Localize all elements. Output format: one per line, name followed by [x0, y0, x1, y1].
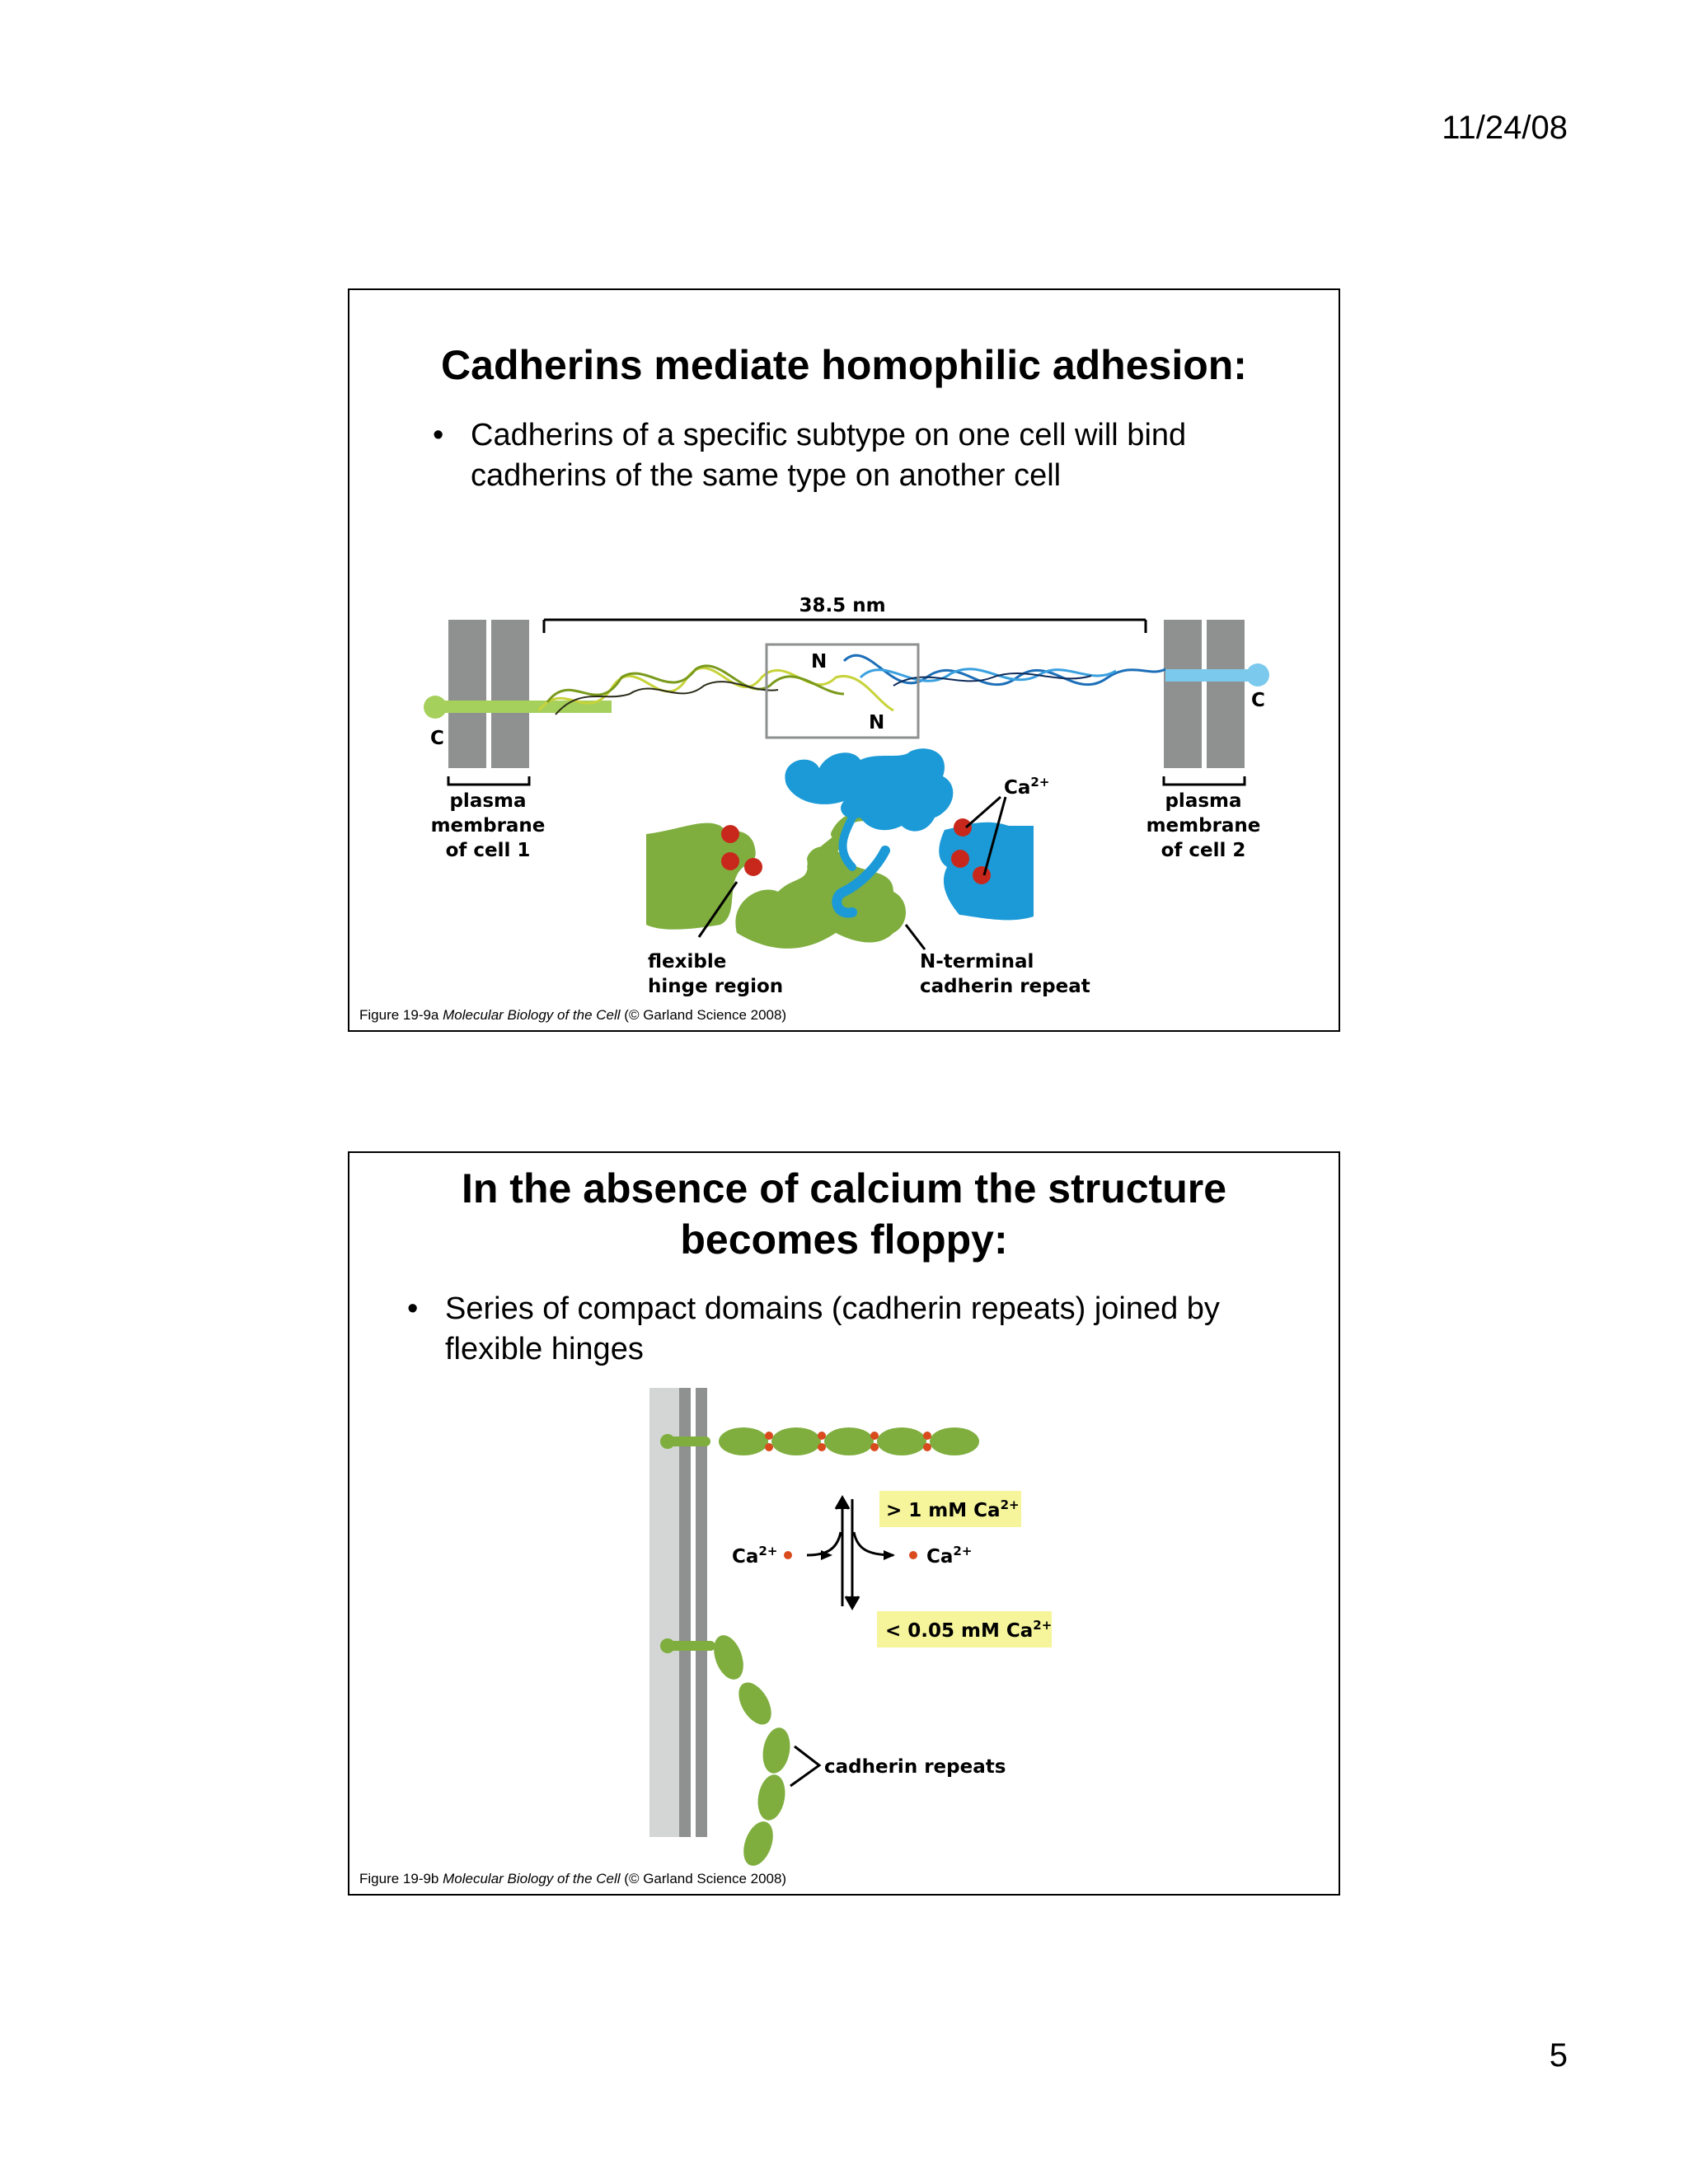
hinge-label: flexible hinge region — [648, 951, 783, 997]
membrane-cell-1 — [447, 620, 531, 786]
slide-calcium-floppy: In the absence of calcium the structure … — [348, 1151, 1340, 1896]
high-calcium-box — [879, 1491, 1021, 1527]
membrane-label-cell-1: plasma membrane of cell 1 — [431, 790, 546, 861]
bullet-dot: • — [407, 1291, 419, 1326]
cadherin-tail-right — [1165, 663, 1269, 687]
svg-text:plasma: plasma — [449, 790, 526, 812]
membrane-label-cell-2: plasma membrane of cell 2 — [1146, 790, 1261, 861]
distance-label: 38.5 nm — [799, 595, 885, 616]
calcium-ion-left — [784, 1551, 792, 1559]
bullet-item: • Series of compact domains (cadherin re… — [407, 1289, 1220, 1370]
svg-text:cadherin repeat: cadherin repeat — [920, 976, 1090, 997]
bullet-item: • Cadherins of a specific subtype on one… — [433, 415, 1187, 496]
bullet-line: Series of compact domains (cadherin repe… — [445, 1291, 1220, 1326]
cadherin-repeats-label: cadherin repeats — [824, 1756, 1006, 1778]
calcium-label: Ca2+ — [1004, 775, 1049, 799]
svg-text:flexible: flexible — [648, 951, 726, 972]
calcium-left-label: Ca2+ — [732, 1544, 777, 1568]
floppy-cadherin — [660, 1635, 790, 1866]
low-calcium-label: < 0.05 mM Ca2+ — [885, 1618, 1052, 1642]
repeats-bracket — [790, 1745, 822, 1788]
svg-text:of cell 2: of cell 2 — [1161, 840, 1246, 861]
cadherin-ribbon-blue — [842, 654, 1166, 687]
bullet-line: flexible hinges — [445, 1332, 644, 1366]
membrane — [649, 1388, 707, 1837]
figure-caption: Figure 19-9b Molecular Biology of the Ce… — [359, 1871, 787, 1886]
n-terminus-box — [765, 643, 920, 739]
slide-title: Cadherins mediate homophilic adhesion: — [441, 342, 1247, 388]
distance-bracket: 38.5 nm — [542, 595, 1147, 633]
equilibrium-arrows — [806, 1494, 895, 1611]
bullet-line: cadherins of the same type on another ce… — [471, 458, 1062, 493]
n-terminal-repeat-label: N-terminal cadherin repeat — [920, 951, 1090, 997]
rigid-cadherin — [660, 1427, 979, 1455]
calcium-ion-right — [909, 1551, 917, 1559]
cadherin-ribbon-green — [537, 664, 894, 715]
bullet-dot: • — [433, 418, 444, 452]
high-calcium-label: > 1 mM Ca2+ — [886, 1497, 1020, 1521]
c-terminus-left: C — [430, 728, 444, 749]
c-terminus-right: C — [1251, 690, 1265, 711]
low-calcium-box — [877, 1611, 1052, 1647]
cadherin-dimer-figure: 38.5 nm — [424, 595, 1269, 997]
callout-lines — [697, 795, 1007, 950]
page-date: 11/24/08 — [1442, 110, 1568, 146]
calcium-right-label: Ca2+ — [926, 1544, 972, 1568]
svg-text:plasma: plasma — [1165, 790, 1241, 812]
figure-caption: Figure 19-9a Molecular Biology of the Ce… — [359, 1007, 787, 1023]
n-label-bottom: N — [869, 712, 884, 733]
slide-title: In the absence of calcium the structure … — [349, 1163, 1339, 1265]
svg-text:hinge region: hinge region — [648, 976, 783, 997]
bullet-line: Cadherins of a specific subtype on one c… — [471, 418, 1187, 452]
n-label-top: N — [811, 651, 827, 673]
blue-cadherin-domains — [785, 748, 1034, 921]
page-number: 5 — [1549, 2037, 1568, 2074]
membrane-cell-2 — [1162, 620, 1246, 786]
slide-title-line: In the absence of calcium the structure — [461, 1165, 1227, 1212]
svg-text:membrane: membrane — [1146, 815, 1261, 837]
green-cadherin-domains — [646, 811, 906, 949]
slide-title-line: becomes floppy: — [680, 1216, 1008, 1263]
slide-cadherin-adhesion: Cadherins mediate homophilic adhesion: •… — [348, 288, 1340, 1032]
svg-text:membrane: membrane — [431, 815, 546, 837]
calcium-dependence-figure: Ca2+ Ca2+ > 1 mM Ca2+ < 0.05 mM Ca2+ cad… — [649, 1388, 1052, 1866]
svg-text:of cell 1: of cell 1 — [446, 840, 531, 861]
svg-text:N-terminal: N-terminal — [920, 951, 1034, 972]
